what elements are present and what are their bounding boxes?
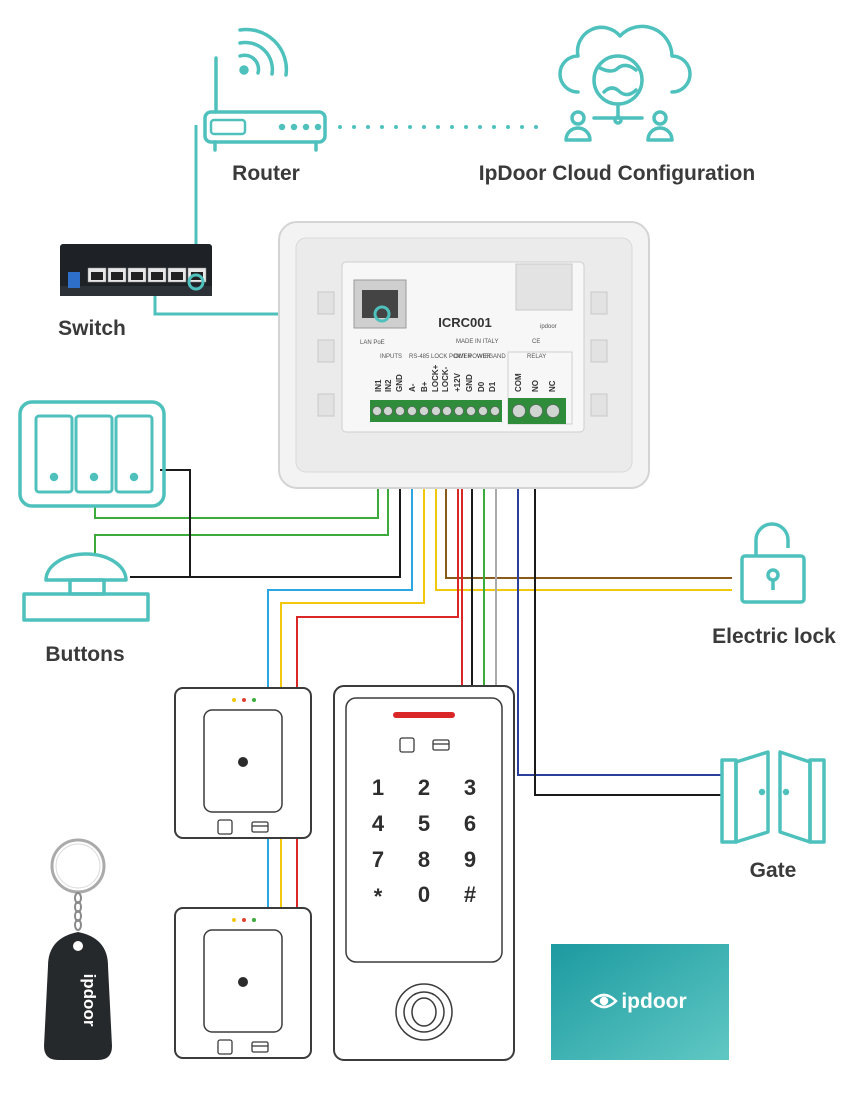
- key-5: 5: [418, 811, 430, 836]
- key-7: 7: [372, 847, 384, 872]
- keyfob-brand: ipdoor: [80, 974, 99, 1027]
- terminal-in1: IN1: [374, 379, 383, 392]
- group-label-inputs: INPUTS: [380, 354, 402, 360]
- wire-b-plus: [280, 420, 425, 688]
- key-3: 3: [464, 775, 476, 800]
- model-label: ICRC001: [438, 315, 491, 330]
- terminal-no: NO: [531, 380, 540, 392]
- ipdoor-card: ipdoor: [551, 944, 729, 1060]
- card-reader-2: [174, 907, 312, 1059]
- key-0: 0: [418, 882, 430, 907]
- keypad-device: 1 2 3 4 5 6 7 8 9 * 0 #: [333, 685, 515, 1061]
- keypad-keys: 1 2 3 4 5 6 7 8 9 * 0 #: [372, 775, 476, 909]
- terminal-in2: IN2: [384, 379, 393, 392]
- terminal-12v: +12V: [453, 372, 462, 392]
- terminal-labels: IN1 IN2 GND A- B+ LOCK+ LOCK- +12V GND D…: [374, 364, 557, 392]
- push-button-icon: [22, 552, 150, 622]
- key-4: 4: [372, 811, 385, 836]
- terminal-lock-plus: LOCK+: [431, 364, 440, 392]
- wire-12v: [296, 420, 459, 688]
- key-9: 9: [464, 847, 476, 872]
- key-star: *: [374, 884, 383, 909]
- key-2: 2: [418, 775, 430, 800]
- gate-label: Gate: [750, 859, 797, 882]
- key-hash: #: [464, 882, 476, 907]
- switch-device: [60, 244, 212, 296]
- ipdoor-logo-icon: [590, 993, 618, 1009]
- terminal-d1: D1: [488, 381, 497, 392]
- terminal-b-plus: B+: [420, 381, 429, 392]
- brand-label: ipdoor: [540, 324, 557, 330]
- key-6: 6: [464, 811, 476, 836]
- electric-lock-label: Electric lock: [712, 625, 836, 648]
- wire-no: [534, 420, 722, 796]
- terminal-gnd-2: GND: [465, 374, 474, 392]
- group-label-rs485: RS-485: [409, 354, 430, 360]
- cloud-icon: [558, 24, 692, 142]
- cloud-link: [338, 125, 538, 129]
- card-reader-1: [174, 687, 312, 839]
- terminal-d0: D0: [477, 381, 486, 392]
- group-label-wiegand: WIEGAND: [477, 354, 506, 360]
- gate-icon: [720, 750, 826, 844]
- group-label-out-power: OUT POWER: [454, 354, 492, 360]
- terminal-nc: NC: [548, 380, 557, 392]
- terminal-gnd-1: GND: [395, 374, 404, 392]
- key-1: 1: [372, 775, 384, 800]
- router-icon: [203, 27, 327, 152]
- controller-box: LAN PoE ICRC001 ipdoor MADE IN ITALY CE …: [278, 221, 650, 489]
- wire-a-minus: [267, 420, 413, 688]
- terminal-a-minus: A-: [408, 383, 417, 392]
- wire-com: [517, 420, 722, 776]
- lock-icon: [740, 522, 806, 604]
- group-label-relay: RELAY: [527, 354, 546, 360]
- terminal-com: COM: [514, 373, 523, 392]
- key-8: 8: [418, 847, 430, 872]
- switch-label: Switch: [58, 317, 126, 340]
- buttons-label: Buttons: [45, 643, 124, 666]
- card-brand: ipdoor: [621, 990, 686, 1013]
- wall-switch-icon: [18, 400, 166, 508]
- cert-label: CE: [532, 339, 540, 345]
- lan-poe-label: LAN PoE: [360, 340, 385, 346]
- group-label-lock-power: LOCK POWER: [431, 354, 472, 360]
- made-in-label: MADE IN ITALY: [456, 339, 498, 345]
- terminal-lock-minus: LOCK-: [441, 366, 450, 392]
- cloud-label: IpDoor Cloud Configuration: [479, 162, 755, 185]
- fingerprint-icon: [395, 983, 453, 1041]
- router-label: Router: [232, 162, 300, 185]
- keyfob: ipdoor: [44, 838, 112, 1060]
